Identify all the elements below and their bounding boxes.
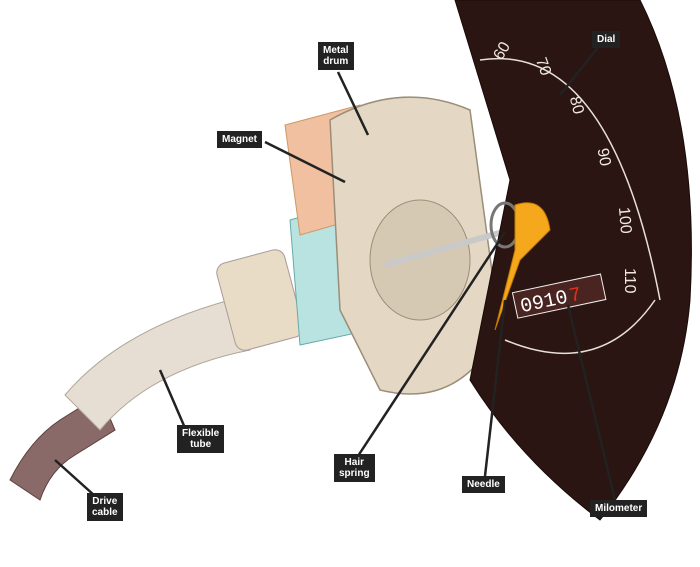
dial-numbers: 60 70 80 90 100 110: [490, 39, 638, 294]
label-drive-cable: Drive cable: [87, 493, 123, 521]
dial-number: 90: [594, 147, 614, 168]
label-magnet: Magnet: [217, 131, 262, 148]
knurled-nut: [216, 249, 304, 351]
label-milometer: Milometer: [590, 500, 648, 517]
leader-lines: [54, 44, 617, 501]
dial-face: [454, 0, 692, 521]
label-needle: Needle: [462, 476, 505, 493]
dial-number: 80: [566, 95, 587, 117]
dial-number: 100: [615, 206, 634, 234]
label-metal-drum: Metal drum: [318, 42, 354, 70]
flexible-tube: [64, 299, 251, 431]
label-dial: Dial: [592, 31, 621, 48]
spindle: [384, 227, 511, 268]
dial-number: 110: [621, 268, 638, 294]
milometer-tenths: 7: [567, 284, 584, 309]
dial-number: 60: [490, 39, 514, 63]
label-hair-spring: Hair spring: [334, 454, 375, 482]
label-flexible-tube: Flexible tube: [177, 425, 225, 453]
dial-number: 70: [532, 55, 554, 78]
